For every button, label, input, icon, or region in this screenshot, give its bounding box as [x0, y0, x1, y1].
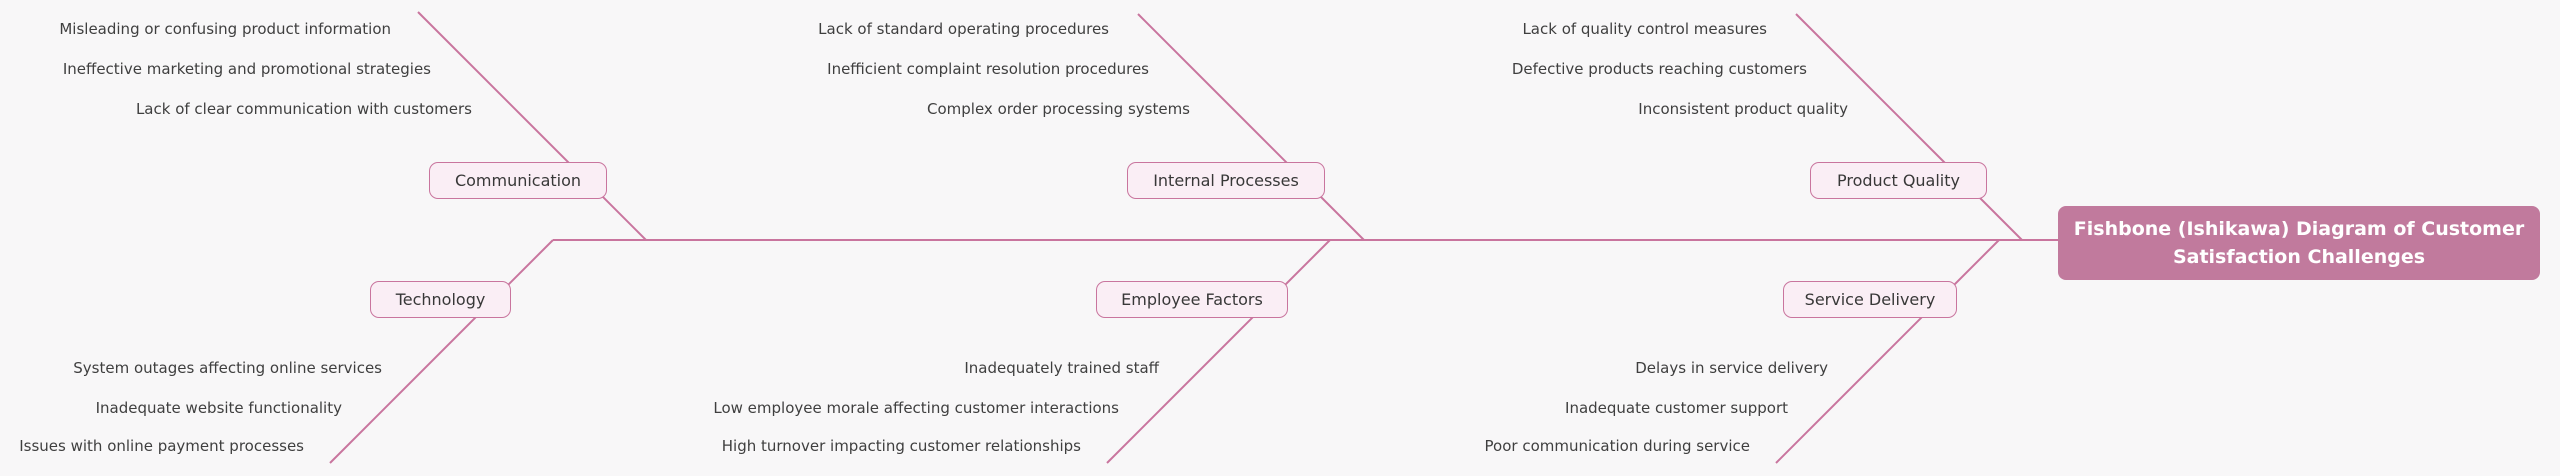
cause-label: Inadequate website functionality: [95, 399, 342, 417]
cause-label: Low employee morale affecting customer i…: [713, 399, 1119, 417]
cause-label: Defective products reaching customers: [1511, 60, 1807, 78]
cause-label: Inadequate customer support: [1565, 399, 1788, 417]
category-label: Employee Factors: [1121, 290, 1263, 309]
category-box-employee-factors: Employee Factors: [1096, 281, 1288, 318]
branch-line-technology: [329, 239, 554, 464]
cause-label: Complex order processing systems: [927, 100, 1190, 118]
category-box-technology: Technology: [370, 281, 511, 318]
category-label: Internal Processes: [1153, 171, 1299, 190]
category-box-service-delivery: Service Delivery: [1783, 281, 1957, 318]
category-box-product-quality: Product Quality: [1810, 162, 1987, 199]
category-label: Product Quality: [1836, 171, 1960, 190]
cause-label: Ineffective marketing and promotional st…: [62, 60, 431, 78]
category-box-communication: Communication: [429, 162, 607, 199]
cause-label: Misleading or confusing product informat…: [59, 20, 391, 38]
cause-label: Lack of standard operating procedures: [818, 20, 1109, 38]
branch-line-product-quality: [1795, 13, 2023, 241]
cause-label: High turnover impacting customer relatio…: [721, 437, 1081, 455]
category-label: Service Delivery: [1804, 290, 1936, 309]
cause-label: Inadequately trained staff: [964, 359, 1159, 377]
cause-label: Delays in service delivery: [1635, 359, 1828, 377]
cause-label: Lack of quality control measures: [1522, 20, 1767, 38]
category-label: Communication: [454, 171, 582, 190]
category-box-internal-processes: Internal Processes: [1127, 162, 1325, 199]
diagram-title: Fishbone (Ishikawa) Diagram of Customer …: [2058, 206, 2540, 280]
cause-label: Poor communication during service: [1484, 437, 1750, 455]
cause-label: Issues with online payment processes: [19, 437, 304, 455]
cause-label: Lack of clear communication with custome…: [135, 100, 472, 118]
cause-label: Inconsistent product quality: [1638, 100, 1848, 118]
cause-label: Inefficient complaint resolution procedu…: [827, 60, 1149, 78]
branch-line-internal-processes: [1137, 13, 1365, 241]
cause-label: System outages affecting online services: [73, 359, 382, 377]
branch-line-communication: [417, 11, 647, 241]
branch-line-employee-factors: [1106, 239, 1331, 464]
branch-line-service-delivery: [1775, 239, 2000, 464]
category-label: Technology: [395, 290, 486, 309]
